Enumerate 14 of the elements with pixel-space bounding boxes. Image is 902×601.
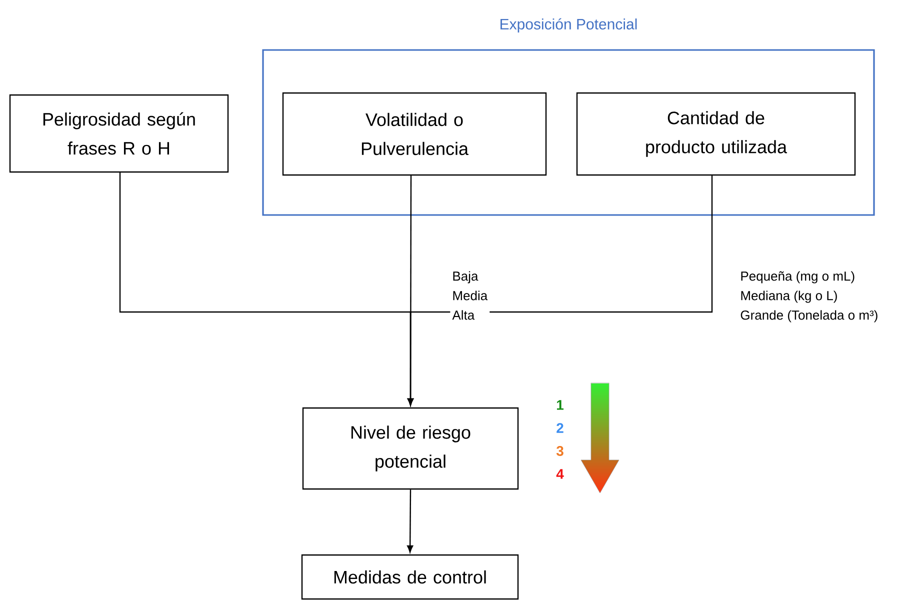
arrow xyxy=(407,175,713,406)
quantity-list: Pequeña (mg o mL) Mediana (kg o L) Grande (Tonelada o m³) xyxy=(740,271,878,322)
process-box: Cantidad de producto utilizada xyxy=(576,92,856,176)
level-number: 3 xyxy=(556,446,564,456)
process-box: Peligrosidad según frases R o H xyxy=(9,94,229,173)
arrow xyxy=(407,490,414,553)
process-box: Medidas de control xyxy=(301,554,519,600)
process-box: Nivel de riesgo potencial xyxy=(302,407,519,490)
level-list: Baja Media Alta xyxy=(450,269,490,322)
node-label: Exposición Potencial xyxy=(500,18,637,32)
level-number: 4 xyxy=(556,469,564,479)
level-number: 2 xyxy=(556,423,564,433)
process-box: Volatilidad o Pulverulencia xyxy=(282,92,547,176)
level-number: 1 xyxy=(557,400,564,410)
